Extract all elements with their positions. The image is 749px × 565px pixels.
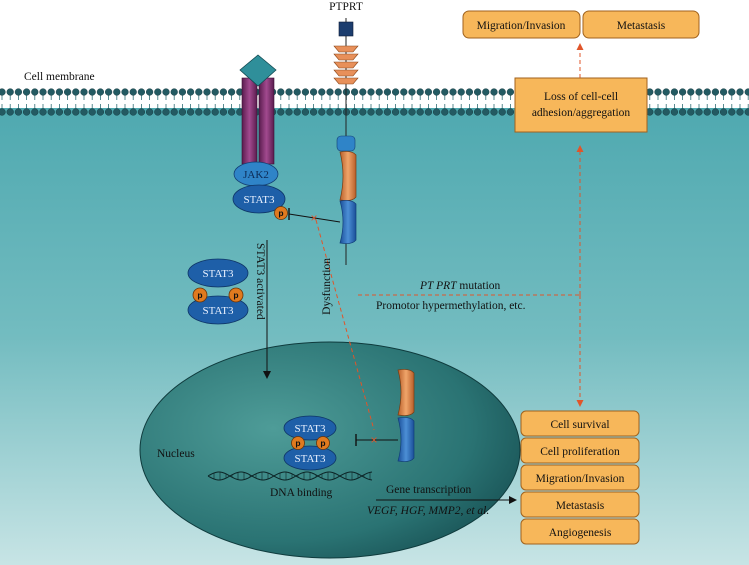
gene-transcription-label: Gene transcription — [386, 484, 472, 496]
phospho-nuc-right: p — [320, 438, 325, 448]
stat3-dimer-cytoplasm: STAT3 STAT3 p p — [187, 258, 249, 325]
stat3-dimer-bottom-label: STAT3 — [203, 305, 234, 317]
ptprt-d1-domain — [339, 151, 357, 201]
top-metastasis-label: Metastasis — [617, 20, 666, 32]
jak2-label: JAK2 — [243, 169, 269, 181]
dysfunction-dashed-line — [315, 219, 375, 431]
top-migration-label: Migration/Invasion — [477, 20, 566, 32]
ptprt-mam-domain — [338, 21, 354, 37]
outcome-box-metastasis — [520, 491, 640, 518]
phospho-membrane — [274, 206, 288, 220]
stat3-activated-label: STAT3 activated — [254, 243, 266, 320]
outcome-label-cell-proliferation: Cell proliferation — [540, 446, 620, 458]
stat3-nuc-bottom-label: STAT3 — [295, 453, 326, 465]
stat3-membrane-label: STAT3 — [244, 194, 275, 206]
loss-adhesion-line2: adhesion/aggregation — [532, 107, 631, 119]
outcome-label-angiogenesis: Angiogenesis — [549, 527, 612, 539]
outcome-box-cell-survival — [520, 410, 640, 437]
target-genes-label: VEGF, HGF, MMP2, et al. — [367, 505, 489, 517]
loss-adhesion-box — [514, 77, 648, 133]
dna-binding-label: DNA binding — [270, 487, 333, 499]
nucleus-label: Nucleus — [157, 448, 195, 460]
ptprt-protein — [333, 18, 359, 265]
ptprt-mutation-label: PT PRT mutation — [419, 280, 501, 292]
ptprt-nuclear-fragment — [397, 369, 415, 462]
outcome-box-cell-proliferation — [520, 437, 640, 464]
ligand-diamond — [239, 54, 277, 87]
ptprt-d2-domain — [339, 200, 357, 244]
dna-helix — [207, 471, 373, 481]
outcome-label-cell-survival: Cell survival — [550, 419, 609, 431]
phospho-dimer-left: p — [197, 290, 202, 300]
inhibition-line-top — [288, 213, 341, 223]
outcome-box-angiogenesis — [520, 518, 640, 545]
ptprt-mutation-rest: mutation — [457, 280, 501, 292]
outcome-label-migration-invasion: Migration/Invasion — [536, 473, 625, 485]
top-migration-box — [462, 10, 581, 39]
loss-adhesion-line1: Loss of cell-cell — [544, 91, 618, 103]
stat3-nuc-top-label: STAT3 — [295, 423, 326, 435]
phospho-nuc-left: p — [295, 438, 300, 448]
outcome-box-migration-invasion — [520, 464, 640, 491]
ptprt-juxtamembrane — [336, 135, 356, 152]
stat3-dimer-top-label: STAT3 — [203, 268, 234, 280]
cell-membrane-label: Cell membrane — [24, 71, 95, 83]
outcome-label-metastasis: Metastasis — [556, 500, 605, 512]
promoter-label: Promotor hypermethylation, etc. — [376, 300, 526, 312]
stat3-membrane — [232, 184, 286, 214]
phospho-dimer-right: p — [233, 290, 238, 300]
block-cross-nucleus: × — [370, 433, 377, 447]
cytokine-receptor — [239, 54, 277, 165]
block-cross-top: × — [310, 211, 317, 225]
stat3-dimer-nucleus: STAT3 STAT3 p p — [283, 415, 337, 471]
ptprt-mutation-italic: PT PRT — [419, 280, 458, 292]
ptprt-top-label: PTPRT — [329, 1, 363, 13]
phospho-membrane-label: p — [278, 208, 283, 218]
top-metastasis-box — [582, 10, 700, 39]
dysfunction-label: Dysfunction — [321, 258, 333, 315]
